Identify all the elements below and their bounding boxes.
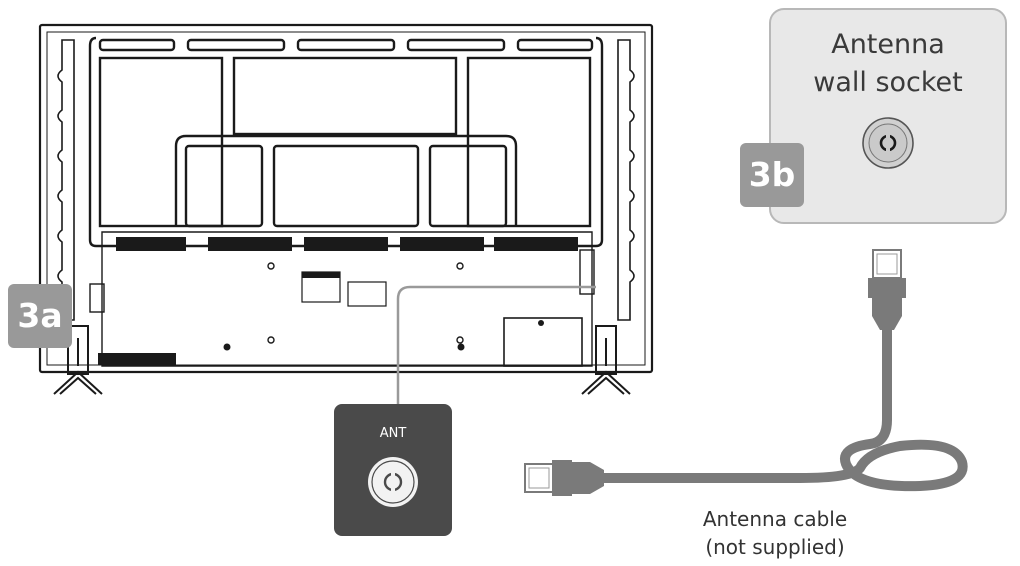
- antenna-cable: [524, 249, 968, 496]
- tv-plug: [570, 462, 604, 494]
- left-side-bracket: [57, 39, 75, 321]
- wall-plug: [872, 296, 902, 330]
- vent-strip: [98, 237, 578, 365]
- right-side-bracket: [617, 39, 635, 321]
- tv-outer-frame: [38, 23, 654, 374]
- wall-socket-title: Antenna wall socket: [770, 26, 1006, 102]
- tv-back-illustration: [38, 23, 654, 395]
- step-3a-badge: 3a: [8, 284, 72, 348]
- wall-socket-title-line2: wall socket: [813, 67, 963, 98]
- antenna-cable-label: Antenna cable (not supplied): [650, 505, 900, 561]
- ant-callout-line: [396, 285, 596, 408]
- cable-wire: [604, 328, 968, 492]
- ant-port-label: ANT: [379, 426, 407, 441]
- wall-socket-panel: [769, 8, 1007, 224]
- back-cover: [88, 36, 604, 248]
- wall-socket-title-line1: Antenna: [831, 29, 945, 60]
- cable-label-line2: (not supplied): [705, 535, 845, 559]
- io-panel: [503, 317, 583, 367]
- cable-label-line1: Antenna cable: [702, 507, 848, 531]
- step-3b-badge: 3b: [740, 143, 804, 207]
- ant-port-connector: [368, 457, 418, 507]
- left-stand: [53, 325, 103, 395]
- right-stand: [581, 325, 631, 395]
- ant-port-panel: [334, 404, 452, 536]
- lower-cover: [101, 231, 593, 367]
